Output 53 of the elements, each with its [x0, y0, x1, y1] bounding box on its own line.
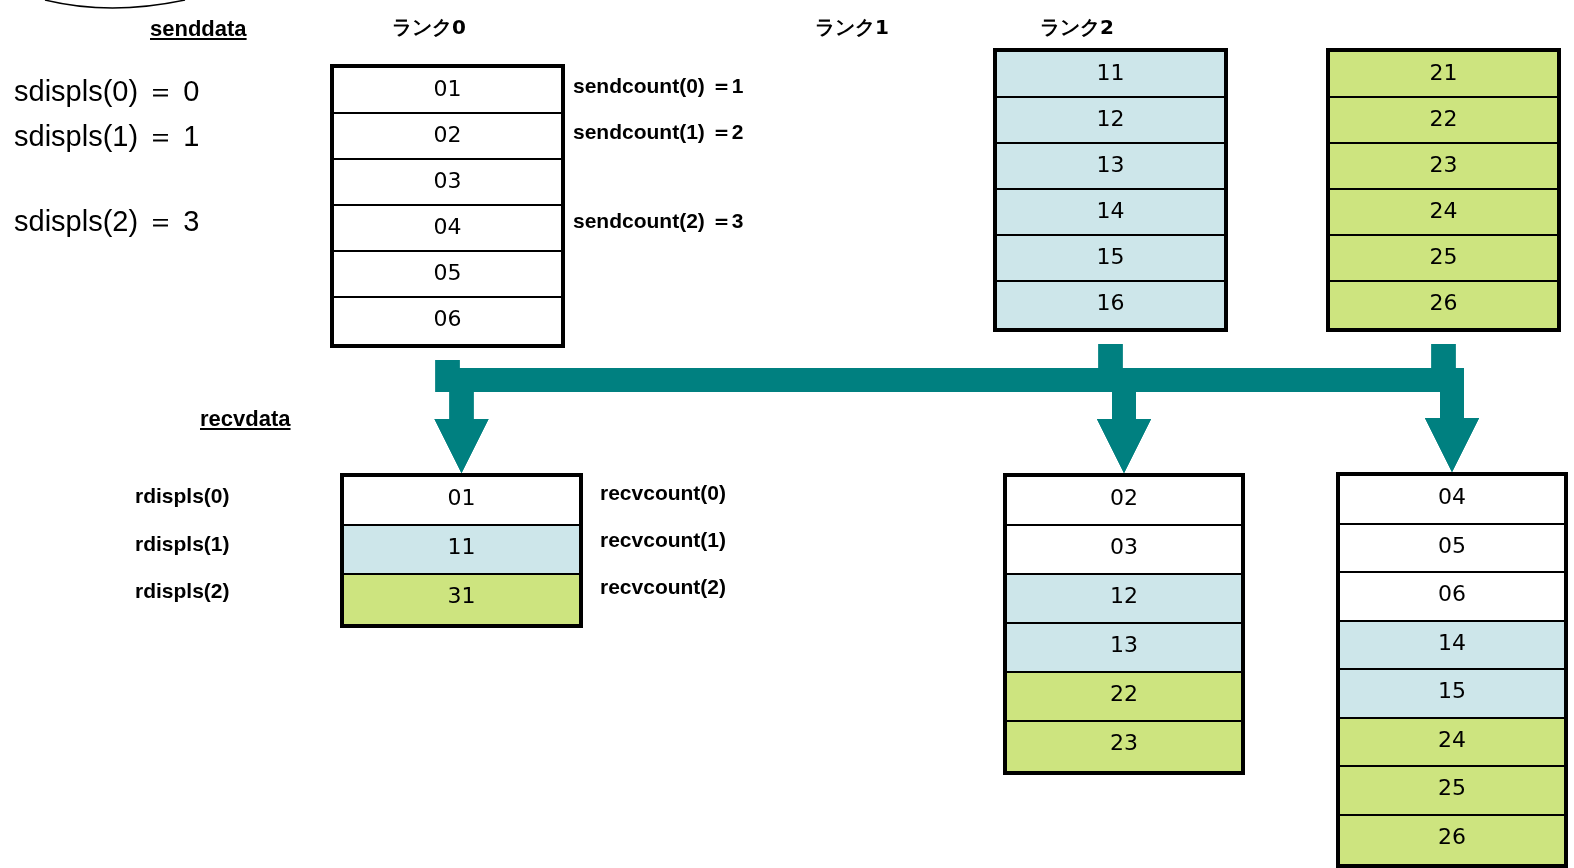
array-element: 25 [1330, 236, 1557, 282]
label-text: rdispls(2) [135, 578, 230, 604]
array-element: 22 [1330, 98, 1557, 144]
array-element: 12 [997, 98, 1224, 144]
label-text: rdispls(1) [135, 531, 230, 557]
array-element: 13 [1007, 624, 1241, 673]
label-text: sendcount(2) ＝3 [573, 208, 744, 234]
label-text: ランク2 [1040, 14, 1114, 41]
label-text: sendcount(0) ＝1 [573, 73, 744, 99]
array-element: 21 [1330, 52, 1557, 98]
array-element: 23 [1007, 722, 1241, 771]
label-text: senddata [150, 15, 247, 43]
label-text: rdispls(0) [135, 483, 230, 509]
label-text: ランク0 [392, 14, 466, 41]
array-element: 26 [1330, 282, 1557, 328]
array-element: 24 [1330, 190, 1557, 236]
array-box [340, 473, 583, 628]
arrow [1425, 344, 1479, 472]
array-element: 11 [997, 52, 1224, 98]
array-element: 14 [997, 190, 1224, 236]
array-element: 11 [344, 526, 579, 575]
array-element: 06 [334, 298, 561, 344]
array-element: 31 [344, 575, 579, 624]
array-element: 23 [1330, 144, 1557, 190]
label-text: sdispls(2) ＝ 3 [14, 204, 200, 239]
label-text: ランク1 [815, 14, 889, 41]
array-element: 22 [1007, 673, 1241, 722]
array-element: 25 [1340, 767, 1564, 816]
array-element: 26 [1340, 815, 1564, 864]
array-element: 16 [997, 282, 1224, 328]
array-box [330, 64, 565, 348]
label-text: recvcount(1) [600, 527, 727, 553]
array-box [1336, 472, 1568, 868]
array-element: 03 [334, 160, 561, 206]
label-text: recvdata [200, 405, 291, 433]
array-element: 13 [997, 144, 1224, 190]
array-box [993, 48, 1228, 332]
array-element: 01 [334, 68, 561, 114]
array-element: 05 [334, 252, 561, 298]
array-box [1003, 473, 1245, 775]
array-element: 15 [1340, 670, 1564, 719]
array-element: 12 [1007, 575, 1241, 624]
label-text: sdispls(0) ＝ 0 [14, 74, 200, 109]
label-text: sendcount(1) ＝2 [573, 119, 744, 145]
array-box [1326, 48, 1561, 332]
array-element: 04 [334, 206, 561, 252]
label-text: recvcount(2) [600, 574, 727, 600]
array-element: 15 [997, 236, 1224, 282]
label-text: sdispls(1) ＝ 1 [14, 119, 200, 154]
array-element: 14 [1340, 621, 1564, 670]
label-text: recvcount(0) [600, 480, 727, 506]
array-element: 02 [334, 114, 561, 160]
array-element: 24 [1340, 718, 1564, 767]
